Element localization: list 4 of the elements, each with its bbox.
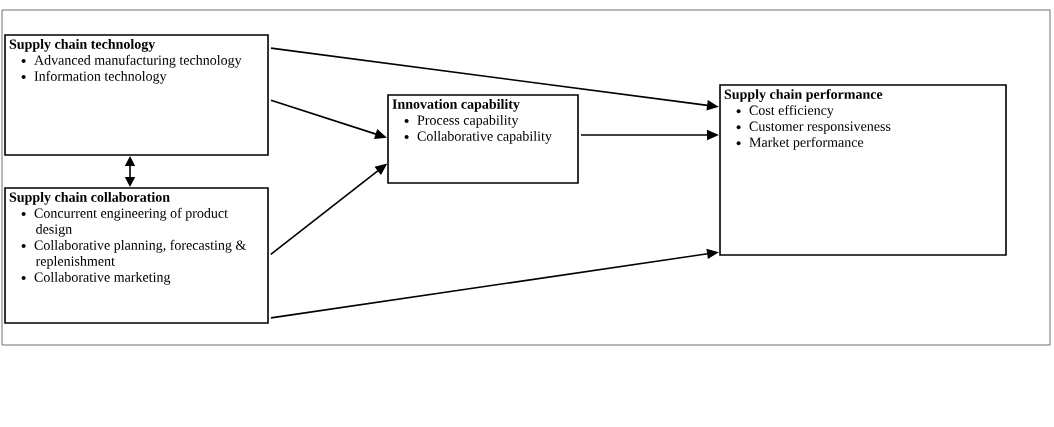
- concept-box: Innovation capability Process capability Collaborative capability: [387, 94, 579, 184]
- concept-box: Supply chain collaboration Concurrent engineering of product design Collaborative planning, forecasting & replenishment Collaborative marketing: [4, 187, 269, 324]
- concept-box: Supply chain technology Advanced manufacturing technology Information technology: [4, 34, 269, 156]
- concept-box: Supply chain performance Cost efficiency Customer responsiveness Market performance: [719, 84, 1007, 256]
